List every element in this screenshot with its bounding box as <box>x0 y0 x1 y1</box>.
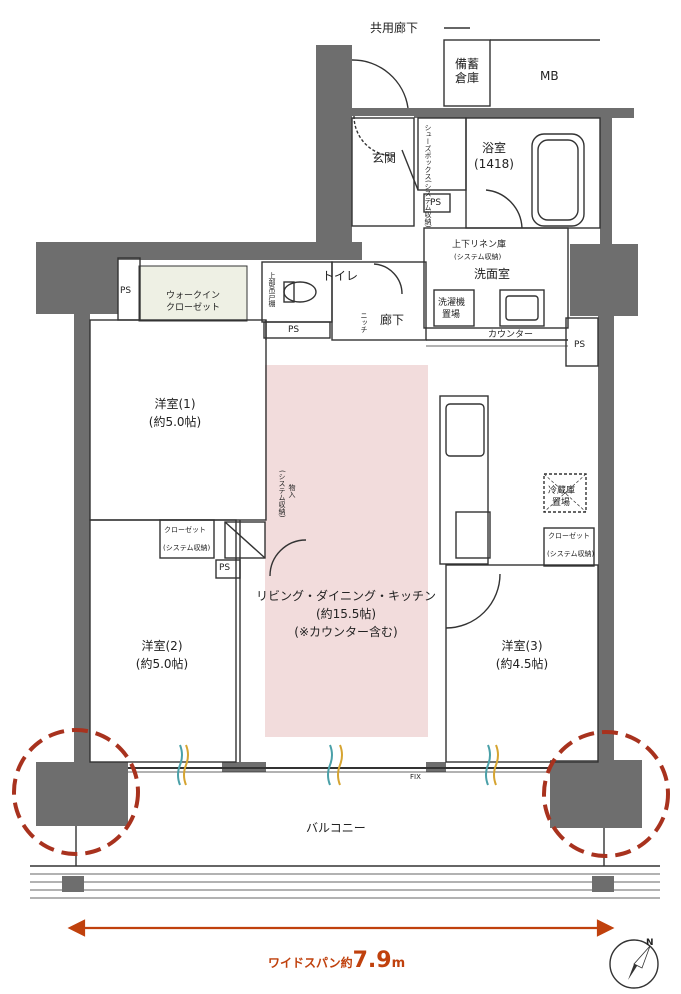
counter-label: カウンター <box>488 330 534 340</box>
walkin-label-1: ウォークイン <box>166 291 221 301</box>
fridge-label-2: 置場 <box>552 498 571 508</box>
room1-size-label: (約5.0帖) <box>148 415 202 429</box>
span-unit: m <box>391 956 406 971</box>
fix-label: FIX <box>410 773 421 781</box>
washroom-label: 洗面室 <box>474 267 511 281</box>
interior-walls <box>30 27 660 899</box>
room3-size-label: (約4.5帖) <box>495 657 549 671</box>
hallway-label: 廊下 <box>380 313 405 327</box>
storage-label: 備蓄倉庫 <box>454 57 479 85</box>
bath-name-label: 浴室 <box>482 141 507 155</box>
bath-size-label: (1418) <box>474 157 514 171</box>
corridor-label: 共用廊下 <box>370 21 419 35</box>
storage2-label: 物入 <box>288 484 297 498</box>
linen-label: 上下リネン庫 <box>452 240 507 250</box>
wide-span-highlights <box>12 728 670 858</box>
storage2-sub-label: (システム収納) <box>278 470 287 518</box>
walkin-closet-area <box>139 266 247 321</box>
room3-name-label: 洋室(3) <box>501 639 543 653</box>
shoebox-label: シューズボックス(システム収納) <box>424 124 433 228</box>
entrance-label: 玄関 <box>372 151 397 165</box>
ldk-size-label: (約15.5帖) <box>315 607 377 621</box>
niche-label: ニッチ <box>360 312 369 333</box>
ldk-note-label: (※カウンター含む) <box>294 625 398 639</box>
compass-icon <box>609 939 659 989</box>
ps-label-room2: PS <box>219 563 231 573</box>
span-value: 7.9 <box>352 948 392 973</box>
span-prefix: ワイドスパン約 <box>268 956 353 970</box>
north-label: N <box>646 938 654 948</box>
balcony-label: バルコニー <box>306 821 366 835</box>
structural-walls <box>36 45 642 828</box>
ps-label-bath: PS <box>430 198 442 208</box>
closet-sub-label-left: (システム収納) <box>163 544 211 552</box>
linen-sub-label: (システム収納) <box>454 253 502 261</box>
washer-label-2: 置場 <box>442 310 461 320</box>
balcony-posts <box>62 876 614 892</box>
room2-size-label: (約5.0帖) <box>135 657 189 671</box>
ldk-floor-area <box>265 365 428 737</box>
closet-label-left: クローゼット <box>164 526 206 534</box>
toilet-cabinet-label: 上部吊戸棚 <box>268 272 277 307</box>
ps-label-hall: PS <box>288 325 300 335</box>
ps-label-left: PS <box>120 286 132 296</box>
ldk-name-label: リビング・ダイニング・キッチン <box>255 589 437 603</box>
room2-name-label: 洋室(2) <box>141 639 183 653</box>
washer-label-1: 洗濯機 <box>438 298 466 308</box>
closet-sub-label-right: (システム収納) <box>547 550 595 558</box>
span-arrow <box>67 919 615 937</box>
fridge-label-1: 冷蔵庫 <box>548 486 576 496</box>
mb-label: MB <box>540 69 559 83</box>
closet-label-right: クローゼット <box>548 532 590 540</box>
wide-span-label: ワイドスパン約7.9m <box>268 948 405 973</box>
toilet-label: トイレ <box>322 269 359 283</box>
room1-name-label: 洋室(1) <box>154 397 196 411</box>
window-markers <box>177 744 499 786</box>
walkin-label-2: クローゼット <box>166 303 221 313</box>
ps-label-right: PS <box>574 340 586 350</box>
